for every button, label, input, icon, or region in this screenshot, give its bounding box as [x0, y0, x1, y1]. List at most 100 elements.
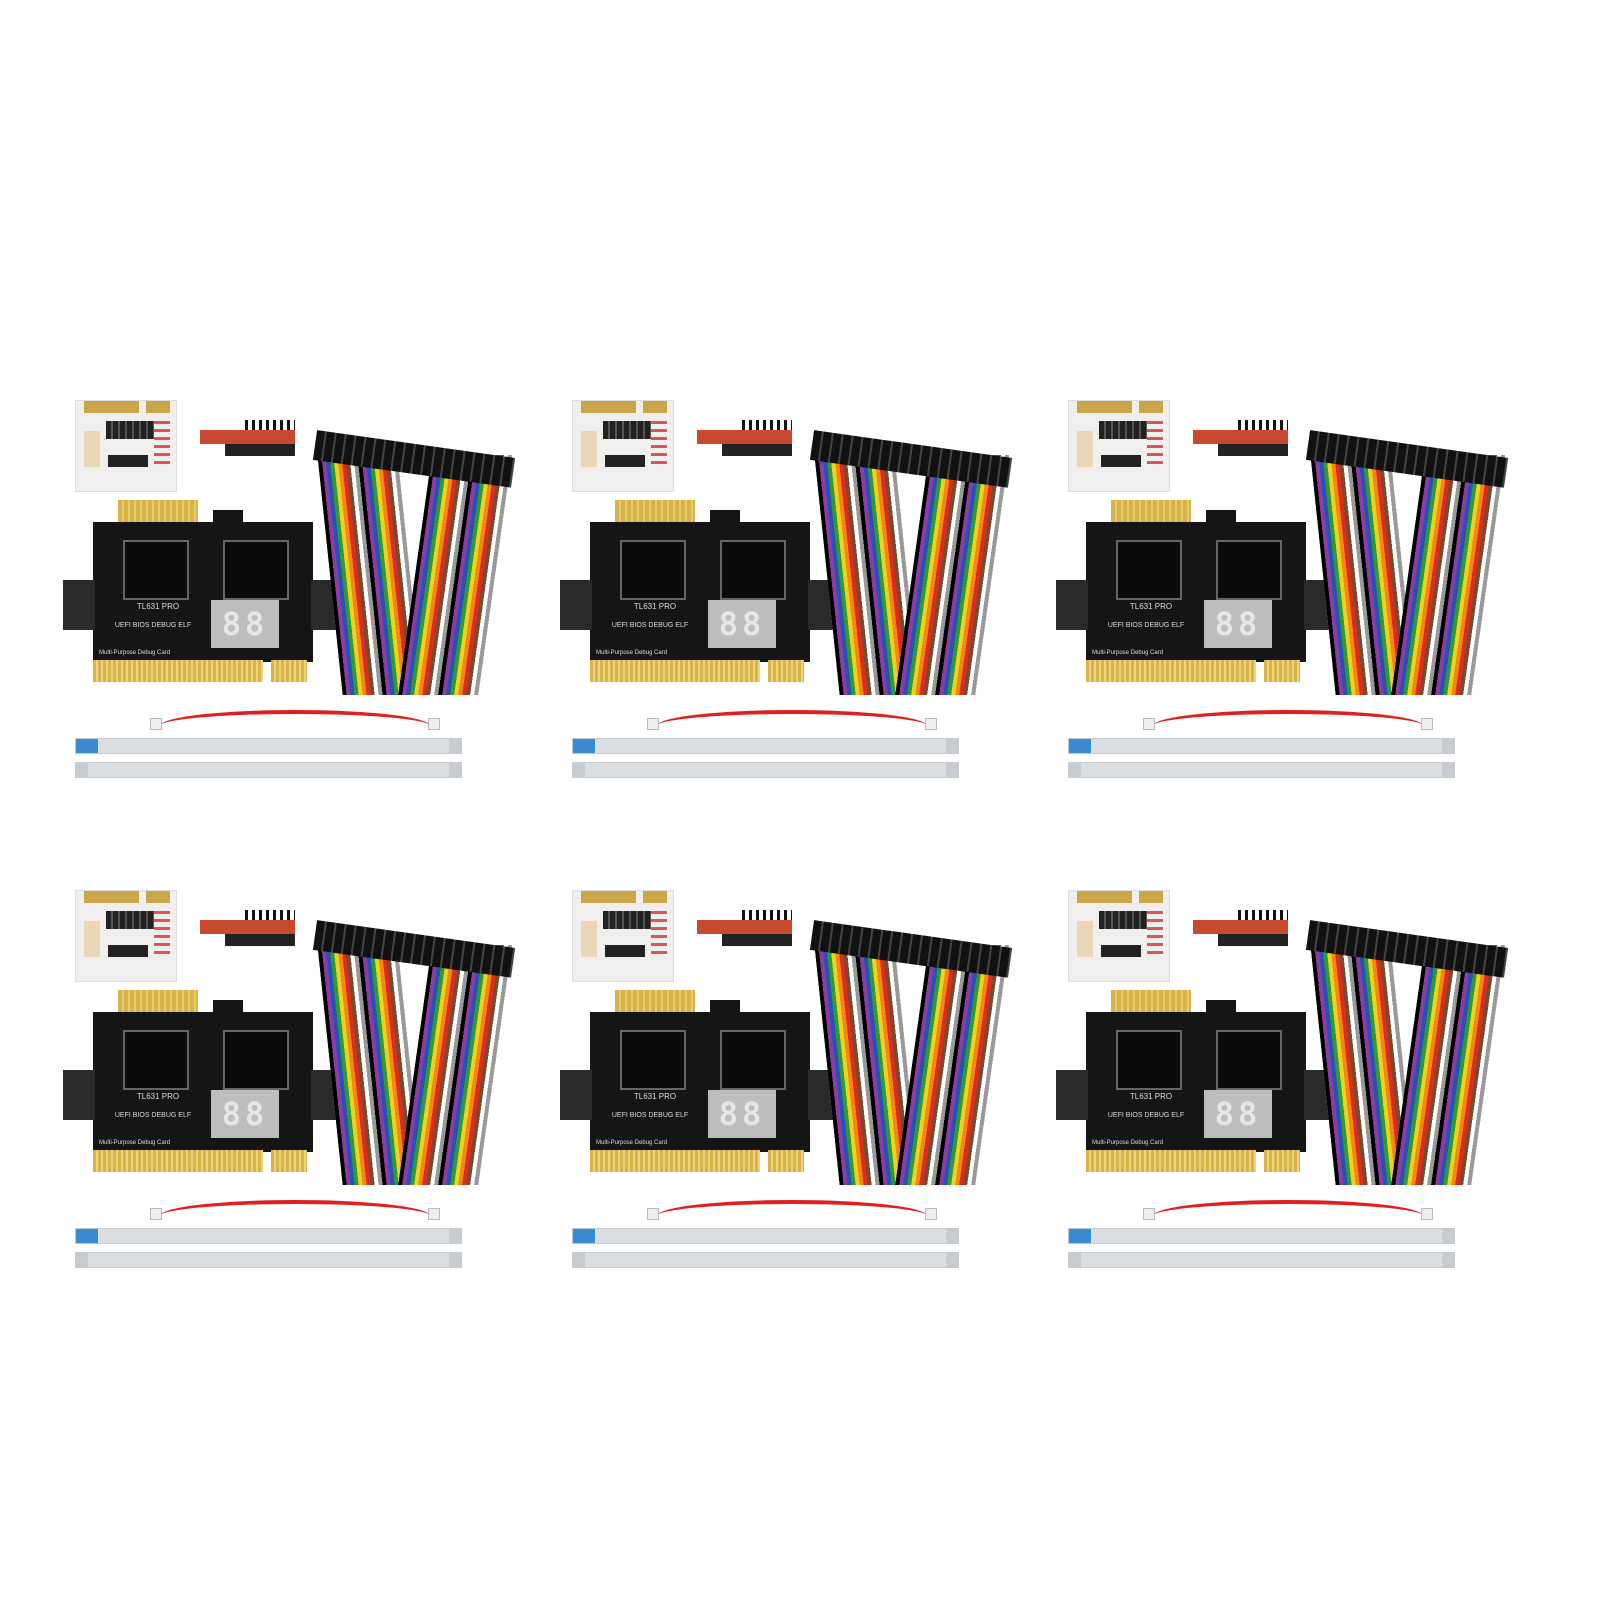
card-subtitle: UEFI BIOS DEBUG ELF: [114, 622, 192, 629]
connector: [108, 945, 148, 957]
stiffener: [573, 763, 585, 777]
debug-card: TL631 PRO UEFI BIOS DEBUG ELF 88 Multi-P…: [560, 990, 840, 1172]
connector: [225, 934, 295, 946]
adapter-board: [200, 430, 295, 444]
connector: [1218, 934, 1288, 946]
chip: [720, 540, 786, 600]
led-display: 88: [1204, 600, 1272, 648]
pin-header: [603, 421, 651, 439]
fpc-ribbon-cable-2: [75, 762, 462, 778]
card-footer: Multi-Purpose Debug Card: [1092, 650, 1164, 656]
solder-pads: [154, 911, 170, 957]
stiffener: [1069, 739, 1091, 753]
fpc-ribbon-cable-2: [572, 1252, 959, 1268]
lpc-connector-left: [63, 580, 95, 630]
gold-contacts: [1077, 891, 1132, 903]
stiffener: [1069, 1253, 1081, 1267]
stiffener: [1069, 1229, 1091, 1243]
debug-card: TL631 PRO UEFI BIOS DEBUG ELF 88 Multi-P…: [63, 500, 343, 682]
red-wire: [657, 1200, 927, 1216]
pci-contacts: [271, 660, 307, 682]
gold-contacts: [146, 401, 170, 413]
pcie-contacts: [118, 990, 198, 1014]
card-subtitle: UEFI BIOS DEBUG ELF: [611, 622, 689, 629]
stiffener: [76, 1253, 88, 1267]
pci-contacts: [93, 660, 263, 682]
connector: [605, 455, 645, 467]
debug-card: TL631 PRO UEFI BIOS DEBUG ELF 88 Multi-P…: [560, 500, 840, 682]
jst-plug: [428, 1208, 440, 1220]
pin-header: [1099, 421, 1147, 439]
lpc-connector-left: [560, 580, 592, 630]
component: [84, 921, 100, 957]
stiffener: [946, 1229, 958, 1243]
chip: [1116, 540, 1182, 600]
jst-red-cable: [1143, 1192, 1433, 1220]
gold-contacts: [581, 891, 636, 903]
card-subtitle: UEFI BIOS DEBUG ELF: [114, 1112, 192, 1119]
gold-contacts: [581, 401, 636, 413]
led-display: 88: [708, 1090, 776, 1138]
pcie-contacts: [615, 990, 695, 1014]
lpc-connector-left: [1056, 1070, 1088, 1120]
adapter-board: [697, 920, 792, 934]
stiffener: [1069, 763, 1081, 777]
fpc-ribbon-cable-1: [75, 738, 462, 754]
stiffener: [946, 739, 958, 753]
connector: [1101, 455, 1141, 467]
red-wire: [1153, 710, 1423, 726]
stiffener: [1442, 1229, 1454, 1243]
mini-pcie-adapter: [75, 890, 177, 982]
red-wire: [160, 710, 430, 726]
led-display: 88: [1204, 1090, 1272, 1138]
mini-pcie-adapter: [1068, 890, 1170, 982]
chip: [1216, 1030, 1282, 1090]
debug-card: TL631 PRO UEFI BIOS DEBUG ELF 88 Multi-P…: [1056, 990, 1336, 1172]
component: [84, 431, 100, 467]
jst-plug: [925, 1208, 937, 1220]
card-footer: Multi-Purpose Debug Card: [596, 1140, 668, 1146]
stiffener: [1442, 1253, 1454, 1267]
gold-contacts: [84, 401, 139, 413]
chip: [1116, 1030, 1182, 1090]
stiffener: [573, 1229, 595, 1243]
lpc-adapter: [1193, 910, 1288, 950]
stiffener: [946, 763, 958, 777]
pin-header: [603, 911, 651, 929]
fpc-ribbon-cable-2: [572, 762, 959, 778]
connector: [1218, 444, 1288, 456]
lpc-connector-left: [63, 1070, 95, 1120]
pci-contacts: [590, 1150, 760, 1172]
rainbow-dupont-wires: [312, 430, 516, 695]
solder-pads: [1147, 421, 1163, 467]
component: [581, 921, 597, 957]
connector: [108, 455, 148, 467]
jst-plug: [1421, 718, 1433, 730]
connector: [225, 444, 295, 456]
solder-pads: [1147, 911, 1163, 957]
gold-contacts: [643, 891, 667, 903]
gold-contacts: [1077, 401, 1132, 413]
debug-kit: TL631 PRO UEFI BIOS DEBUG ELF 88 Multi-P…: [560, 890, 1022, 1280]
rainbow-dupont-wires: [809, 920, 1013, 1185]
adapter-board: [1193, 920, 1288, 934]
mini-pcie-adapter: [1068, 400, 1170, 492]
jst-red-cable: [150, 1192, 440, 1220]
card-subtitle: UEFI BIOS DEBUG ELF: [1107, 1112, 1185, 1119]
gold-contacts: [84, 891, 139, 903]
adapter-board: [1193, 430, 1288, 444]
jst-plug: [1421, 1208, 1433, 1220]
chip: [720, 1030, 786, 1090]
lpc-adapter: [697, 420, 792, 460]
pin-header: [1099, 911, 1147, 929]
rainbow-dupont-wires: [1305, 920, 1509, 1185]
card-model: TL631 PRO: [633, 602, 677, 611]
fpc-ribbon-cable-1: [1068, 738, 1455, 754]
fpc-ribbon-cable-1: [75, 1228, 462, 1244]
chip: [1216, 540, 1282, 600]
pci-contacts: [1264, 1150, 1300, 1172]
pcie-contacts: [1111, 500, 1191, 524]
debug-kit: TL631 PRO UEFI BIOS DEBUG ELF 88 Multi-P…: [1056, 400, 1518, 790]
solder-pads: [651, 911, 667, 957]
fpc-ribbon-cable-2: [1068, 762, 1455, 778]
